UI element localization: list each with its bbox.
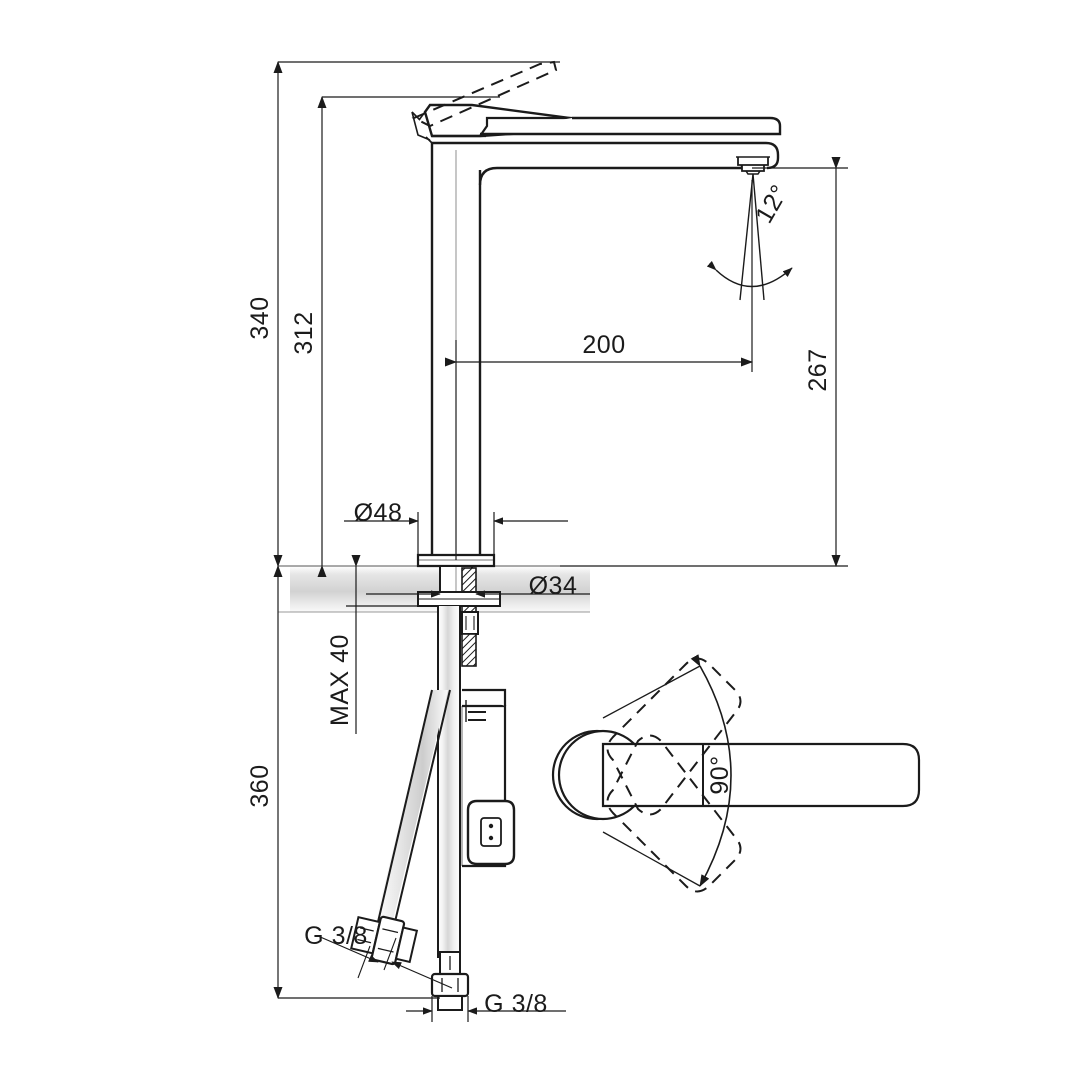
dimension-label-267: 267 bbox=[804, 348, 832, 391]
dimension-angle-12 bbox=[706, 173, 793, 320]
dimension-label-d34: Ø34 bbox=[529, 572, 578, 600]
dimension-g38-diagonal bbox=[317, 935, 453, 989]
plan-view-handle bbox=[551, 654, 921, 893]
dimension-360 bbox=[273, 555, 440, 999]
cartridge-cap-detail bbox=[466, 799, 516, 866]
lever-handle-raised-phantom bbox=[411, 60, 558, 128]
hose-fitting-diagonal bbox=[350, 915, 419, 966]
dimension-label-g38-diagonal: G 3/8 bbox=[304, 922, 368, 950]
dimension-d48 bbox=[344, 512, 568, 560]
dimension-200 bbox=[445, 180, 753, 560]
dimension-g38-bottom bbox=[406, 996, 566, 1022]
hose-fitting-bottom bbox=[430, 951, 470, 1011]
dimension-max40 bbox=[346, 555, 420, 734]
dimension-312 bbox=[317, 96, 500, 577]
dimension-340 bbox=[273, 61, 560, 577]
dimension-label-d48: Ø48 bbox=[354, 499, 403, 527]
dimension-label-340: 340 bbox=[246, 296, 274, 339]
dimension-label-angle-90: 90° bbox=[706, 755, 734, 794]
mounting-assembly bbox=[416, 553, 501, 700]
supply-tube-vertical bbox=[437, 606, 461, 958]
dimension-label-max40: MAX 40 bbox=[326, 634, 354, 726]
faucet-body-elevation bbox=[430, 141, 780, 560]
dimension-267 bbox=[560, 157, 848, 567]
dimension-label-200: 200 bbox=[582, 331, 625, 359]
countertop-band bbox=[278, 565, 590, 613]
dimension-label-360: 360 bbox=[246, 764, 274, 807]
aerator bbox=[736, 156, 770, 175]
dimension-label-312: 312 bbox=[290, 311, 318, 354]
cartridge-housing-block bbox=[461, 688, 516, 868]
supply-hose-diagonal bbox=[376, 689, 451, 927]
lever-handle-closed bbox=[411, 103, 782, 144]
dimension-label-g38-bottom: G 3/8 bbox=[484, 990, 548, 1018]
